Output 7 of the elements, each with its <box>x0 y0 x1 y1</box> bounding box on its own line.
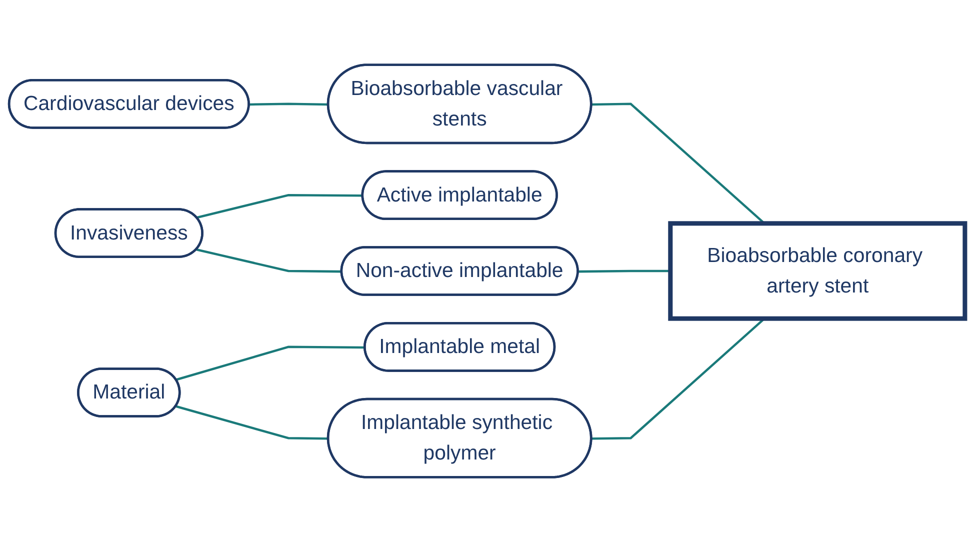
connector <box>176 346 366 381</box>
connector <box>196 194 363 219</box>
connector <box>578 270 670 273</box>
connector <box>249 102 329 106</box>
connector <box>196 248 342 273</box>
node-box: Bioabsorbable coronary artery stent <box>668 221 968 321</box>
connector <box>176 405 329 440</box>
